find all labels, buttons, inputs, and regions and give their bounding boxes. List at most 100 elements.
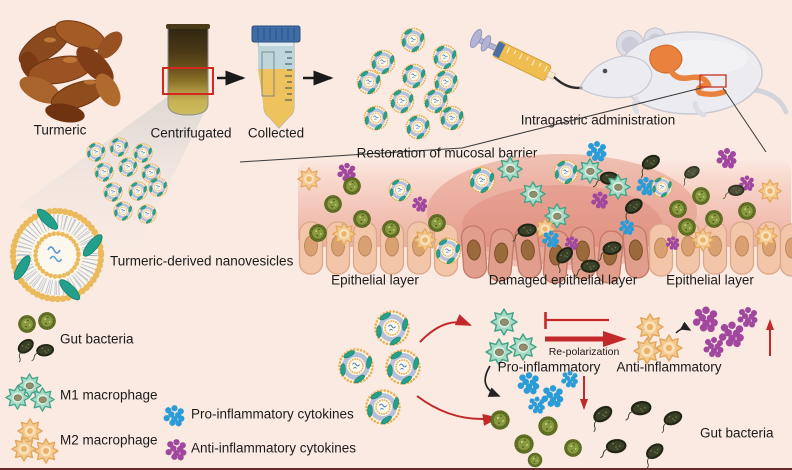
pro-cytokines-icon (528, 396, 545, 414)
epithelial-cell (648, 223, 674, 277)
administration-label: Intragastric administration (521, 113, 676, 128)
epithelial-cell (729, 221, 755, 275)
black-arrow-m2-to-cytokines (675, 321, 692, 334)
nanovesicle-icon (388, 87, 416, 115)
turmeric-highlight (63, 57, 77, 63)
pro-inflammatory-label: Pro-inflammatory (498, 360, 601, 375)
red-arrow-to-bacteria (416, 395, 499, 426)
nanovesicle-label: Turmeric-derived nanovesicles (110, 254, 294, 269)
zoom-callout-line-right (722, 87, 767, 153)
nanovesicle-icon (362, 104, 390, 132)
anti-inflammatory-label: Anti-inflammatory (616, 360, 721, 375)
nanovesicle-icon (108, 136, 130, 158)
mouse-tail (752, 87, 789, 115)
nanovesicle-icon (467, 165, 497, 195)
tube-label-window (261, 51, 275, 97)
nanovesicle-icon (355, 68, 383, 96)
m2-macrophage-icon (655, 334, 683, 362)
m2-macrophage-icon (11, 436, 37, 462)
centrifuge-tube-body (167, 25, 209, 116)
gut-bacteria-dark-icon (658, 408, 686, 434)
turmeric-root (19, 76, 61, 104)
rna-squiggle (47, 246, 61, 254)
barrel-ticks (506, 47, 548, 72)
gut-bacteria-green-icon (526, 451, 544, 469)
m2-macrophage-icon (33, 438, 59, 464)
anti-cytokines-icon (692, 306, 718, 333)
m1-macrophage-icon (497, 156, 523, 182)
nanovesicle-icon (93, 161, 115, 183)
legend-m1-label: M1 macrophage (60, 388, 158, 403)
cap-ribs (257, 28, 295, 40)
legend-pro-label: Pro-inflammatory cytokines (191, 407, 354, 422)
m1-macrophage-icon (30, 387, 55, 412)
nanovesicle-icon (431, 43, 459, 71)
pro-cytokines-icon (541, 385, 564, 408)
epithelial-layer-right-label: Epithelial layer (666, 273, 754, 288)
nanovesicle-icon (367, 390, 400, 425)
nanovesicle-icon (112, 200, 134, 222)
pro-cytokines-icon (163, 405, 185, 427)
nanovesicle-icon (438, 104, 466, 132)
gut-bacteria-dark-icon (598, 433, 630, 464)
intestine-zoom-box (699, 74, 727, 88)
repolarization-arrow-head (603, 331, 627, 347)
gut-bacteria-green-icon (36, 310, 58, 332)
pro-cytokines-icon (561, 370, 578, 388)
gavage-needle (553, 76, 583, 90)
repolarization-label: Re-polarization (549, 346, 620, 358)
damaged-epithelial-layer-label: Damaged epithelial layer (489, 273, 638, 288)
legend: Gut bacteria M1 macrophage M2 macrophage… (5, 310, 356, 464)
mouse-intestine (667, 65, 727, 98)
lipid-tails-shade (17, 215, 97, 295)
m1-macrophage-icon (605, 174, 631, 200)
anti-cytokines-icon (703, 337, 724, 358)
nanovesicle-icon (404, 113, 432, 141)
panel-title: Restoration of mucosal barrier (357, 146, 538, 161)
membrane-proteins (13, 208, 103, 301)
m1-macrophage-icon (509, 333, 537, 361)
nanovesicle-icon (400, 62, 428, 90)
nanovesicle-icon (369, 48, 397, 76)
supernatant (258, 46, 294, 69)
gut-bacteria-green-icon (488, 408, 512, 432)
m2-macrophage-icon (691, 228, 715, 252)
m2-macrophage-icon (297, 167, 321, 191)
nanovesicle-icon (147, 176, 169, 198)
mouse-front-leg (632, 96, 640, 115)
legend-m2-label: M2 macrophage (60, 433, 158, 448)
plunger-seal (492, 41, 506, 58)
m2-macrophage-icon (636, 313, 664, 341)
repolarization-arrows (544, 312, 627, 347)
epithelial-cell (779, 223, 792, 277)
syringe-tip (546, 70, 557, 80)
mouse-hind-leg (692, 100, 707, 118)
legend-anti-label: Anti-inflammatory cytokines (191, 441, 356, 456)
mouse-eye (602, 68, 608, 74)
turmeric-root (45, 103, 85, 123)
turmeric-label: Turmeric (34, 123, 87, 138)
gut-bacteria-green-icon (536, 414, 560, 438)
gut-bacteria-dark-icon (586, 401, 619, 433)
red-arrow-to-m1 (419, 314, 472, 343)
nanovesicle-icon (650, 175, 674, 199)
nanovesicle-icon (85, 141, 107, 163)
rna-squiggle (49, 255, 63, 263)
nanovesicle-icon (387, 177, 413, 203)
m1-macrophage-icon (577, 158, 603, 184)
m1-macrophage-icon (520, 181, 546, 207)
syringe-icon (470, 28, 557, 81)
nanovesicle-icon (127, 180, 149, 202)
nanovesicle-cluster-top (355, 26, 466, 141)
zoom-callout-line-left (239, 87, 702, 163)
epithelial-cell (702, 221, 728, 275)
falcon-tube (251, 25, 301, 129)
m2-macrophage-icon (413, 228, 437, 252)
turmeric-root (95, 73, 121, 107)
gut-bacteria-dark-icon (639, 439, 670, 470)
nanovesicle-diagram (9, 207, 105, 303)
m2-macrophage-icon (17, 418, 43, 444)
gut-bacteria-bottom-label: Gut bacteria (700, 426, 774, 441)
m1-macrophage-icon (490, 308, 518, 336)
